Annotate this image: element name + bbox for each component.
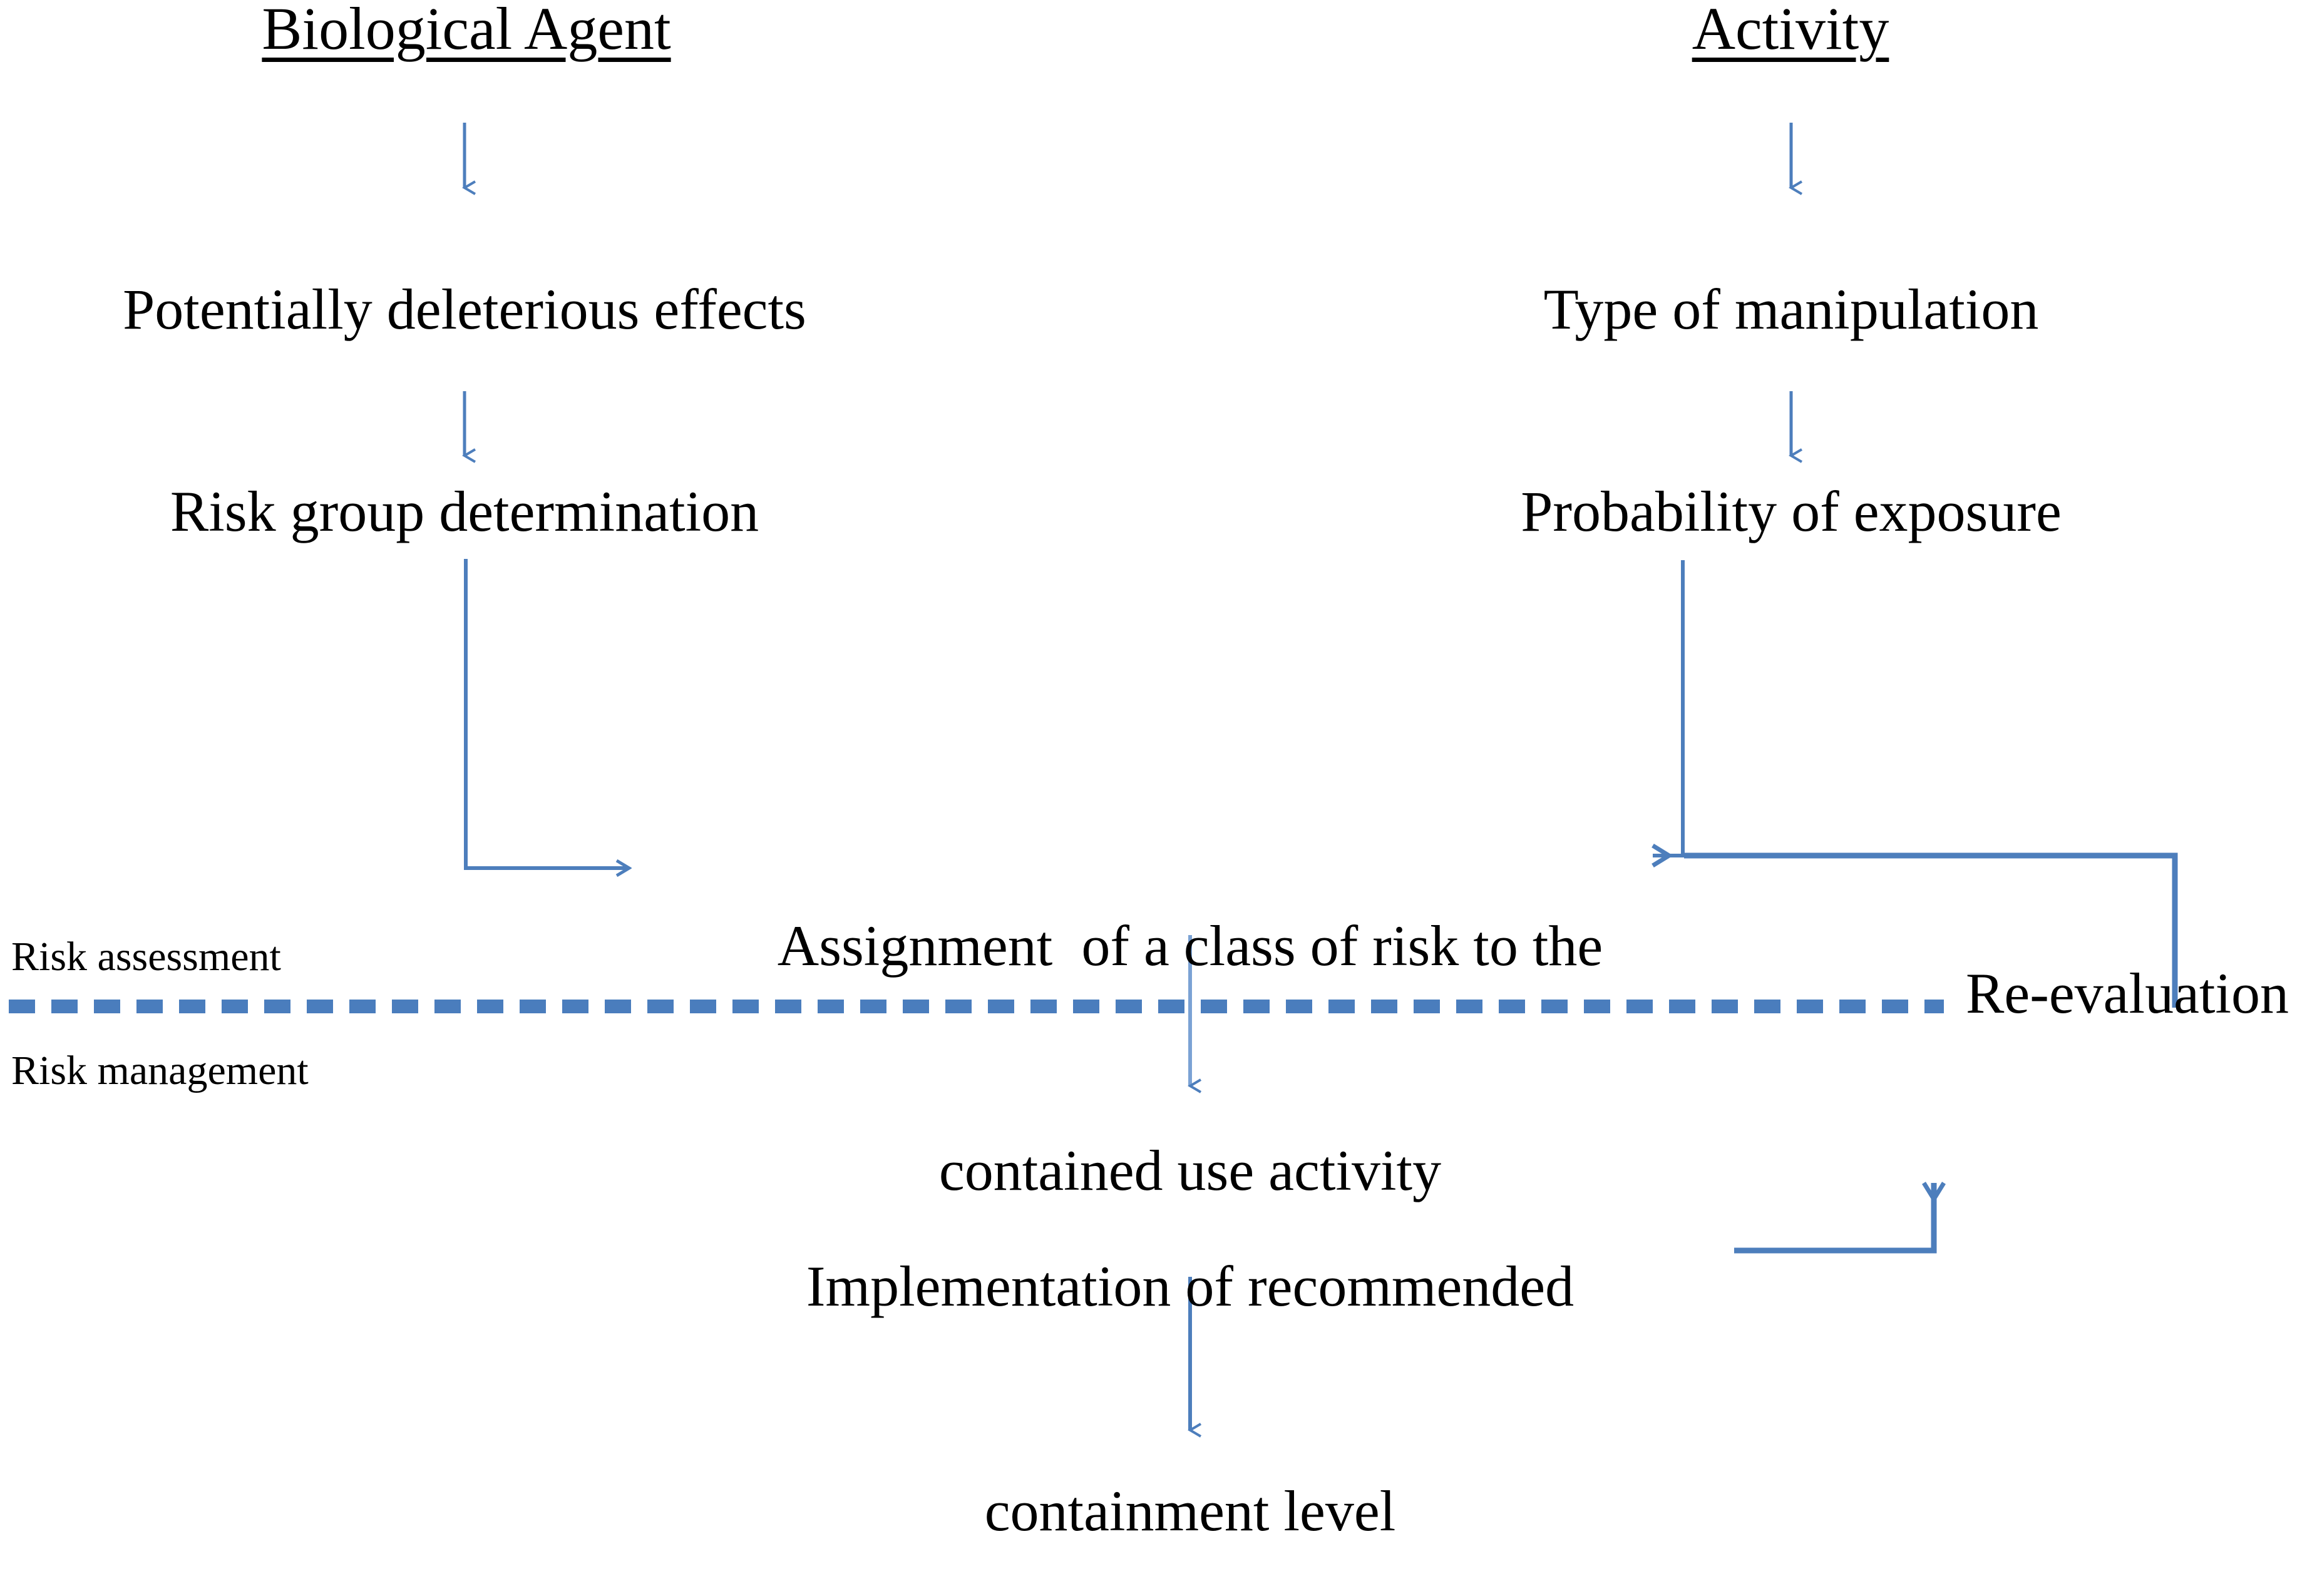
node-assignment-of-class-of-risk: Assignment of a class of risk to the con… [683,759,1697,1358]
node-type-of-manipulation: Type of manipulation [1543,277,2039,341]
reevaluation-bottom-connector [1734,1182,1946,1254]
implementation-line-1: Implementation of recommended [806,1254,1575,1319]
label-re-evaluation: Re-evaluation [1966,961,2289,1025]
label-risk-assessment: Risk assessment [11,934,281,980]
node-maximal-protection-outcome: Maximal protection of human health and t… [627,1441,1754,1596]
node-implementation-of-containment: Implementation of recommended containmen… [683,1100,1697,1596]
heading-biological-agent: Biological Agent [262,0,671,62]
label-risk-management: Risk management [11,1048,309,1093]
node-potentially-deleterious-effects: Potentially deleterious effects [123,277,806,341]
implementation-line-2: containment level [984,1478,1396,1543]
assignment-line-2: contained use activity [938,1138,1442,1202]
assignment-line-1: Assignment of a class of risk to the [777,914,1603,978]
node-risk-group-determination: Risk group determination [170,479,759,543]
node-probability-of-exposure: Probability of exposure [1521,479,2062,543]
elbow-riskgroup-to-assignment [464,559,629,868]
heading-activity: Activity [1692,0,1889,62]
outcome-line-1: Maximal protection of human health and [627,1590,1754,1596]
